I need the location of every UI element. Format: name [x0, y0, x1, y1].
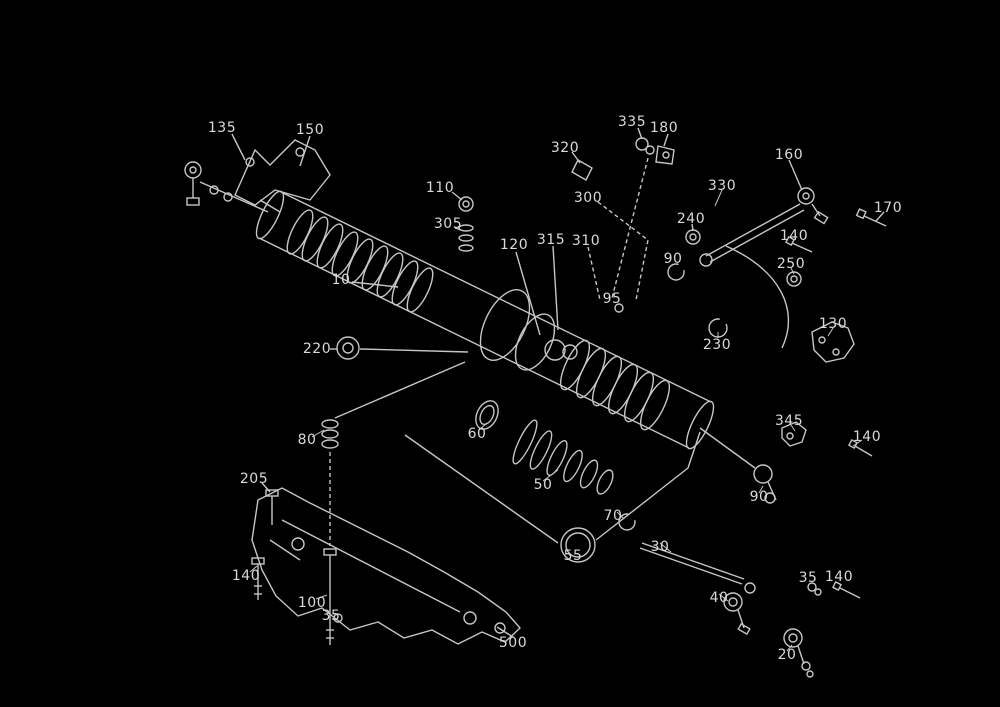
leader-310: [587, 246, 601, 301]
part-number-label[interactable]: 170: [873, 200, 903, 216]
ball-joint-20: [783, 628, 814, 678]
right-outer-tie-rod: [699, 159, 829, 267]
part-number-label[interactable]: 305: [433, 216, 463, 232]
tie-rod-30: [639, 542, 756, 594]
part-number-label[interactable]: 130: [818, 316, 848, 332]
washers-220: [330, 336, 469, 360]
part-number-label[interactable]: 110: [425, 180, 455, 196]
mount-stack-80: [321, 361, 466, 546]
circlip-90-top: [667, 263, 685, 281]
washer-stack-305: [454, 224, 474, 252]
part-number-label[interactable]: 315: [536, 232, 566, 248]
seal-95: [614, 303, 624, 313]
bellows-boot-50: [512, 419, 614, 495]
bolt-140-bottom-right: [832, 581, 861, 599]
rack-coil-left: [286, 209, 434, 313]
part-number-label[interactable]: 140: [852, 429, 882, 445]
bolt-140-top: [784, 235, 813, 253]
clamp-70: [618, 513, 636, 531]
part-number-label[interactable]: 90: [749, 489, 769, 505]
boot-leader-lines: [404, 431, 701, 544]
clamp-335: [635, 127, 655, 155]
leader-300: [597, 157, 649, 301]
bracket-130: [811, 321, 855, 363]
bolt-100: [323, 548, 343, 645]
subframe-500: [251, 487, 521, 645]
part-number-label[interactable]: 150: [295, 122, 325, 138]
part-number-label[interactable]: 250: [776, 256, 806, 272]
part-number-label[interactable]: 135: [207, 120, 237, 136]
bracket-345: [781, 421, 807, 447]
clamp-ring-55: [560, 527, 596, 563]
part-number-label[interactable]: 80: [297, 432, 317, 448]
steering-gear-housing: [255, 190, 715, 450]
part-number-label[interactable]: 20: [777, 647, 797, 663]
part-number-label[interactable]: 90: [663, 251, 683, 267]
bolt-170: [855, 208, 887, 227]
leader-10: [351, 281, 399, 288]
right-inner-tie-rod: [699, 427, 777, 504]
part-number-label[interactable]: 330: [707, 178, 737, 194]
part-number-label[interactable]: 120: [499, 237, 529, 253]
bracket-180: [655, 133, 675, 165]
part-number-label[interactable]: 35: [798, 570, 818, 586]
part-number-label[interactable]: 310: [571, 233, 601, 249]
upper-left-bracket: [231, 133, 331, 206]
part-number-label[interactable]: 240: [676, 211, 706, 227]
leader-lines: [249, 189, 863, 652]
leader-120: [515, 251, 541, 336]
part-number-label[interactable]: 70: [603, 508, 623, 524]
part-number-label[interactable]: 10: [331, 272, 351, 288]
bolt-140-right: [847, 438, 873, 457]
part-number-label[interactable]: 35: [321, 608, 341, 624]
part-number-label[interactable]: 220: [302, 341, 332, 357]
part-number-label[interactable]: 30: [650, 539, 670, 555]
rack-coil-right: [559, 339, 671, 431]
valve-housing: [479, 289, 578, 371]
part-number-label[interactable]: 500: [498, 635, 528, 651]
part-number-label[interactable]: 60: [467, 426, 487, 442]
part-number-label[interactable]: 335: [617, 114, 647, 130]
left-tie-rod-end: [184, 161, 281, 213]
part-number-label[interactable]: 140: [824, 569, 854, 585]
part-number-label[interactable]: 140: [231, 568, 261, 584]
nut-250: [786, 271, 802, 287]
part-number-label[interactable]: 40: [709, 590, 729, 606]
tie-rod-end-40: [723, 592, 751, 636]
part-number-label[interactable]: 230: [702, 337, 732, 353]
locknut-110: [451, 191, 474, 212]
part-number-label[interactable]: 300: [573, 190, 603, 206]
part-number-label[interactable]: 100: [297, 595, 327, 611]
part-number-label[interactable]: 180: [649, 120, 679, 136]
part-number-label[interactable]: 205: [239, 471, 269, 487]
part-number-label[interactable]: 55: [563, 548, 583, 564]
pressure-pipe: [725, 245, 790, 349]
part-number-label[interactable]: 320: [550, 140, 580, 156]
part-number-label[interactable]: 160: [774, 147, 804, 163]
part-number-label[interactable]: 95: [602, 291, 622, 307]
washers-35-right: [807, 582, 822, 596]
part-number-label[interactable]: 140: [779, 228, 809, 244]
bracket-320: [571, 151, 593, 181]
part-number-label[interactable]: 345: [774, 413, 804, 429]
leader-315: [552, 245, 559, 331]
bolt-205: [261, 482, 279, 525]
part-number-label[interactable]: 50: [533, 477, 553, 493]
bolt-140-bottom-left: [251, 557, 265, 600]
